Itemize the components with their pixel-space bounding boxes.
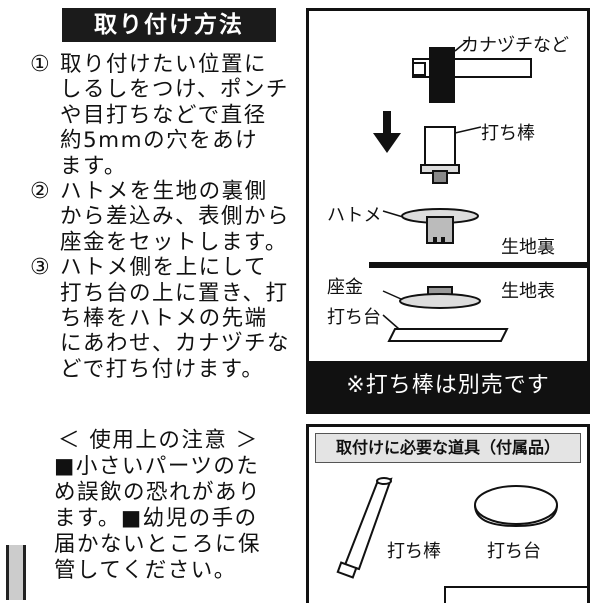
step-text: 取り付けたい位置に しるしをつけ、ポンチ や目打ちなどで直径 約5mmの穴をあけ… xyxy=(60,52,289,179)
assembly-diagram: カナヅチなど 打ち棒 ハトメ 生地裏 生地表 座金 打ち台 ※打ち棒は別売です xyxy=(306,8,590,414)
washer-icon xyxy=(399,286,481,309)
tool-punch-label: 打ち棒 xyxy=(387,541,441,562)
assembly-illustration xyxy=(369,40,587,342)
tool-anvil-label: 打ち台 xyxy=(487,541,541,562)
tools-illustration xyxy=(336,477,587,603)
tools-box: 取付けに必要な道具（付属品） 打ち棒 打ち台 xyxy=(306,424,590,603)
tools-heading: 取付けに必要な道具（付属品） xyxy=(315,433,581,463)
step-number: ① xyxy=(30,52,52,77)
step-3: ③ ハトメ側を上にして 打ち台の上に置き、打 ち棒をハトメの先端 にあわせ、カナ… xyxy=(30,255,300,382)
fabric-front-label: 生地表 xyxy=(501,281,555,302)
fabric-back-label: 生地裏 xyxy=(501,237,555,258)
punch-rod-icon xyxy=(336,477,393,579)
caution-heading: ＜ 使用上の注意 ＞ xyxy=(58,428,259,453)
hammer-icon xyxy=(412,47,532,103)
washer-label: 座金 xyxy=(327,277,363,298)
instructions-title: 取り付け方法 xyxy=(62,8,276,42)
punch-icon xyxy=(420,126,460,184)
caution-text: ■小さいパーツのた め誤飲の恐れがあり ます。■幼児の手の 届かないところに保 … xyxy=(54,454,262,583)
hammer-label: カナヅチなど xyxy=(461,35,569,56)
instruction-steps: ① 取り付けたい位置に しるしをつけ、ポンチ や目打ちなどで直径 約5mmの穴を… xyxy=(30,52,300,382)
step-text: ハトメ側を上にして 打ち台の上に置き、打 ち棒をハトメの先端 にあわせ、カナヅチ… xyxy=(60,255,291,382)
grommet-icon xyxy=(401,208,479,244)
step-number: ② xyxy=(30,179,52,205)
edge-strip xyxy=(6,545,26,600)
step-number: ③ xyxy=(30,255,52,281)
anvil-disc-icon xyxy=(474,485,558,528)
step-2: ② ハトメを生地の裏側 から差込み、表側から 座金をセットします。 xyxy=(30,179,300,255)
step-1: ① 取り付けたい位置に しるしをつけ、ポンチ や目打ちなどで直径 約5mmの穴を… xyxy=(30,52,300,179)
arrow-down-icon xyxy=(373,111,401,153)
step-text: ハトメを生地の裏側 から差込み、表側から 座金をセットします。 xyxy=(60,179,291,255)
punch-label: 打ち棒 xyxy=(481,123,535,144)
fabric-layer xyxy=(369,262,587,268)
anvil-plate-icon xyxy=(387,328,509,342)
anvil-label: 打ち台 xyxy=(327,307,381,328)
grommet-label: ハトメ xyxy=(327,205,382,226)
caution-section: ＜ 使用上の注意 ＞ ■小さいパーツのた め誤飲の恐れがあり ます。■幼児の手の… xyxy=(54,428,304,584)
sold-separately-note: ※打ち棒は別売です xyxy=(309,361,587,411)
